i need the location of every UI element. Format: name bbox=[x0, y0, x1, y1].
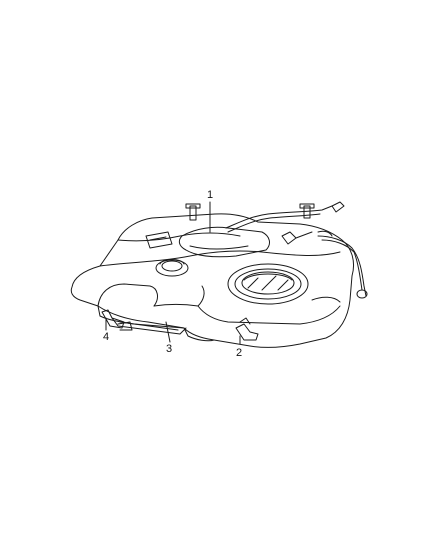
raised-pad bbox=[145, 231, 173, 249]
tank-outline bbox=[70, 213, 355, 348]
callout-1: 1 bbox=[207, 189, 214, 201]
tank-shoulder-line bbox=[117, 232, 241, 242]
front-bulge-left bbox=[97, 283, 158, 307]
vapor-hose bbox=[225, 205, 333, 229]
leader-3 bbox=[165, 321, 171, 343]
callout-4: 4 bbox=[103, 331, 110, 343]
heat-shield bbox=[111, 317, 187, 335]
tank-top-ridge bbox=[99, 250, 341, 267]
strap-mount-right bbox=[303, 205, 311, 219]
callout-3: 3 bbox=[166, 343, 173, 355]
bracket-2 bbox=[235, 323, 259, 341]
bracket-4 bbox=[101, 309, 125, 329]
strap-mount-left bbox=[189, 205, 197, 221]
callout-2: 2 bbox=[236, 347, 243, 359]
center-raised-section bbox=[178, 226, 270, 258]
pump-module-ring bbox=[227, 263, 309, 305]
right-hose bbox=[317, 235, 367, 297]
front-bulge-center bbox=[153, 285, 205, 307]
top-fitting bbox=[281, 231, 297, 245]
